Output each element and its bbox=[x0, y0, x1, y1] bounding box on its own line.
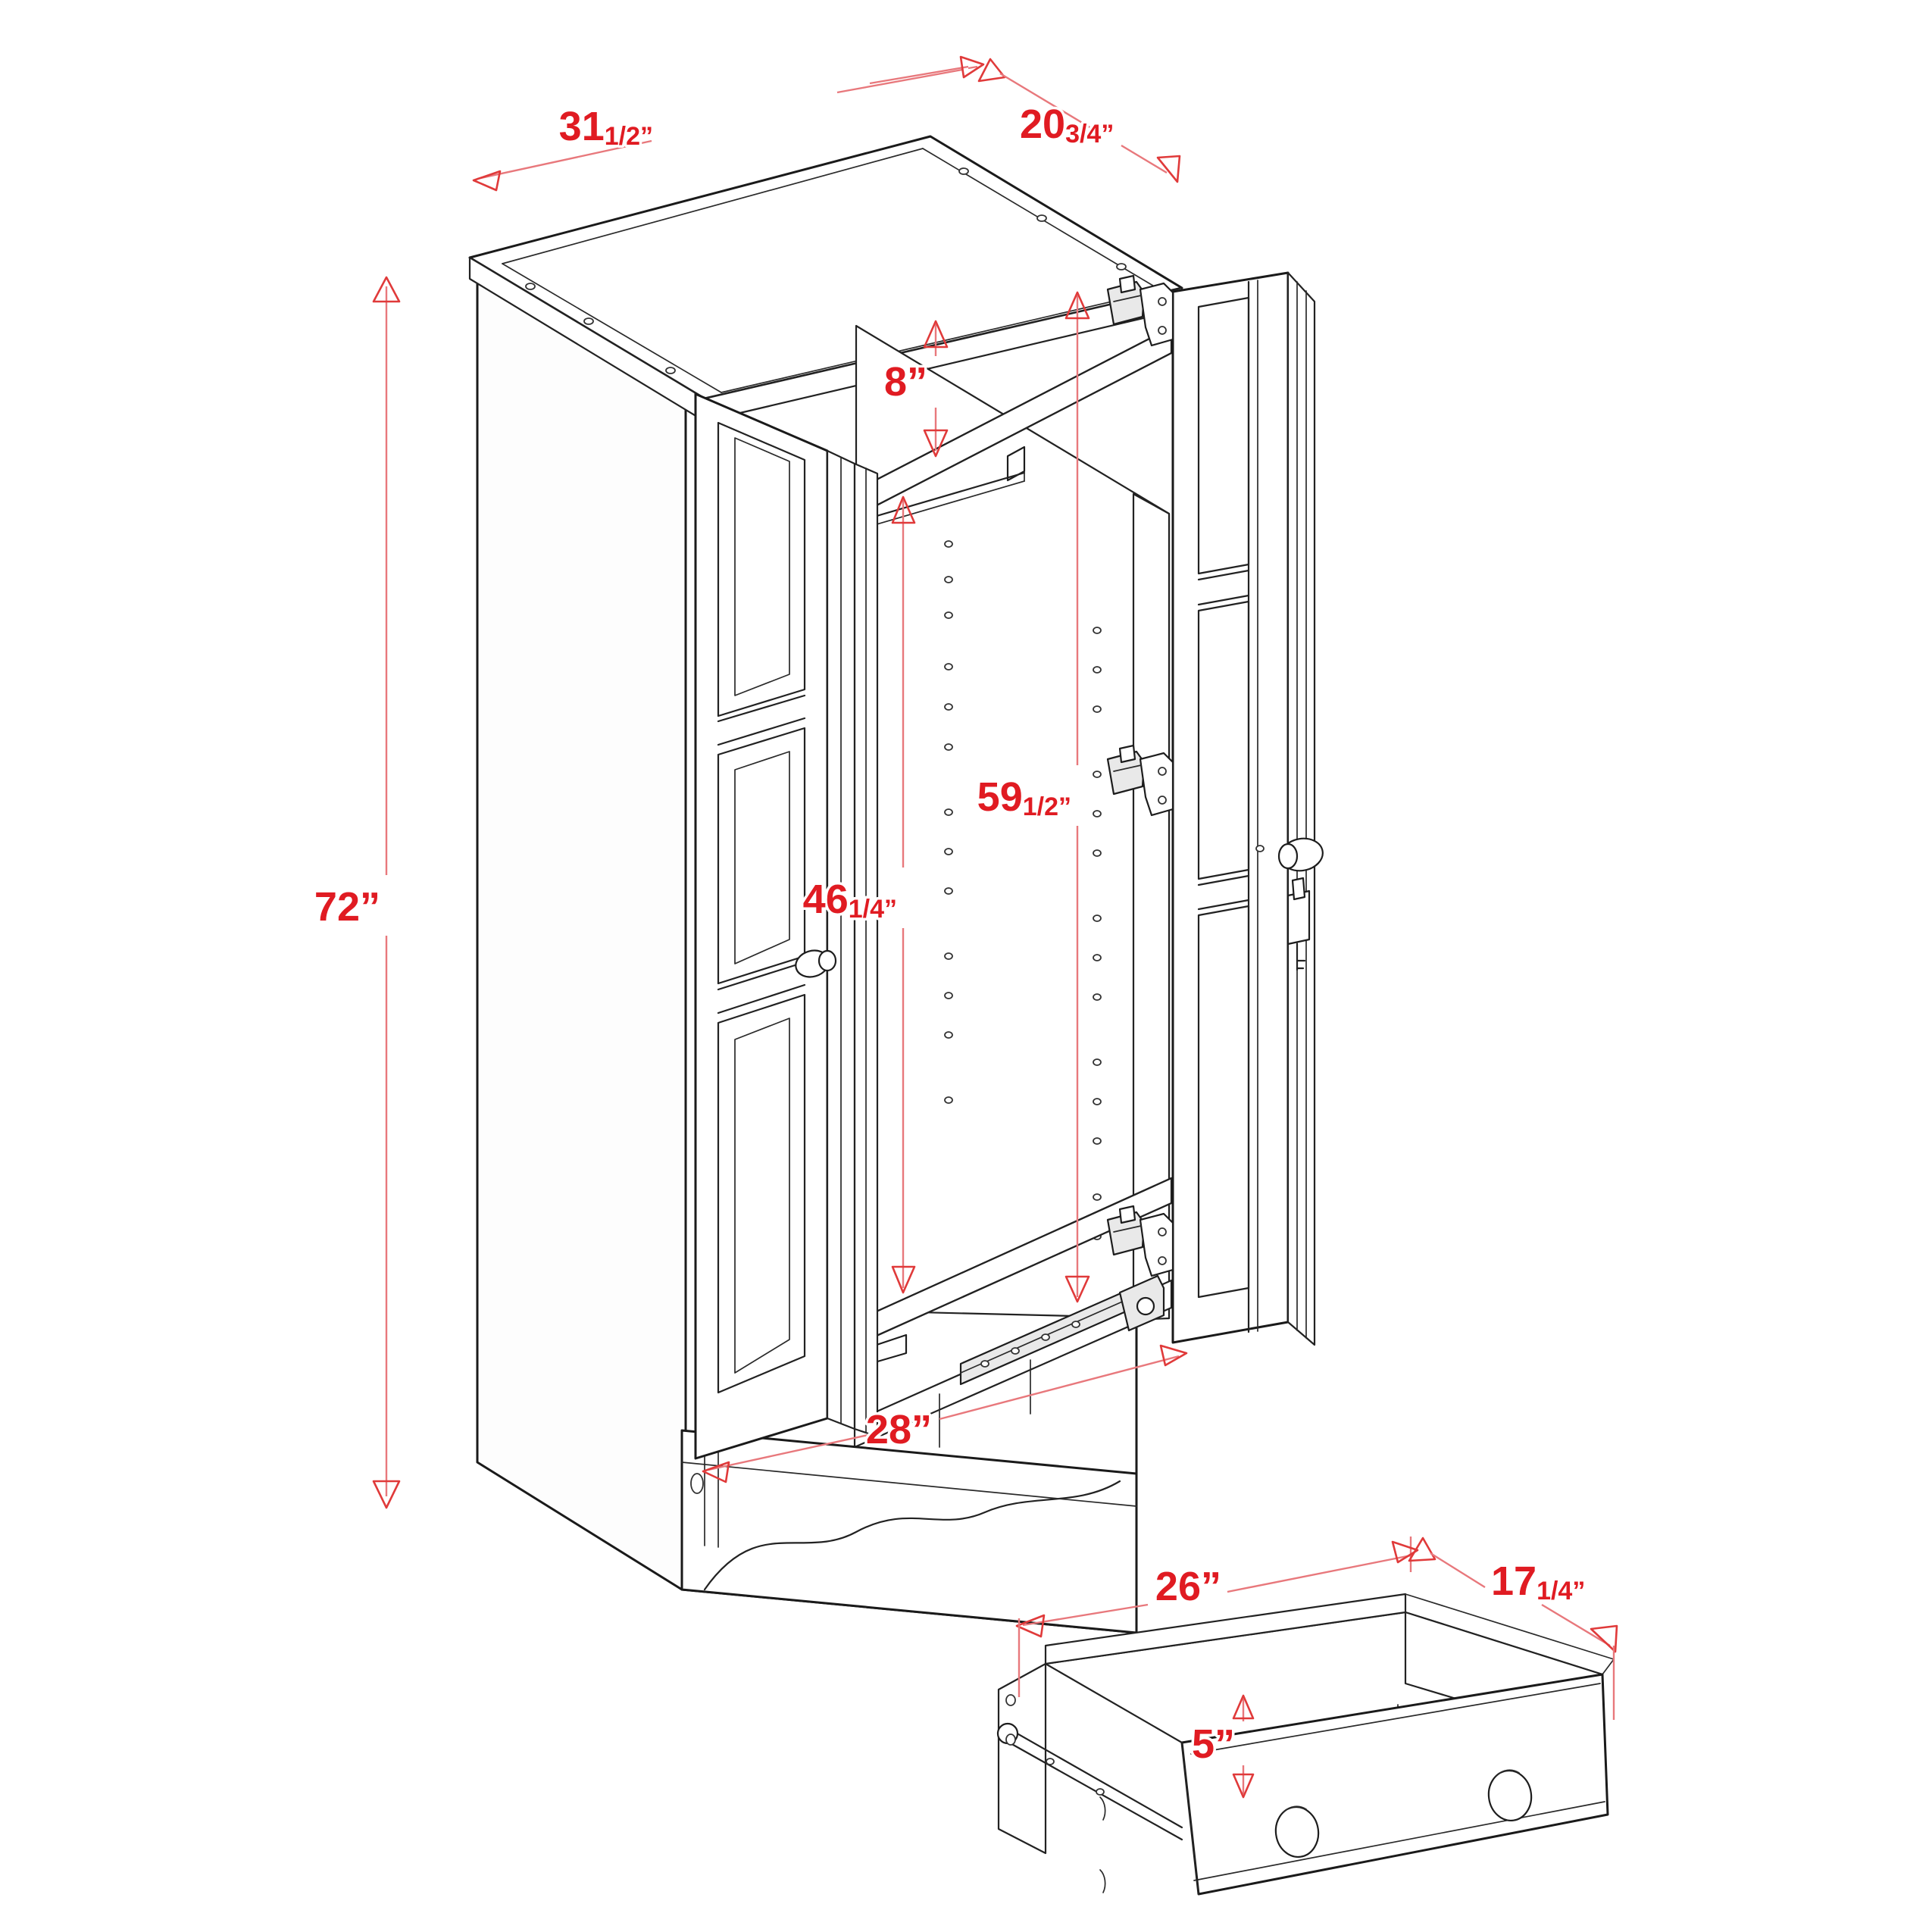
left-raised-panel-door[interactable] bbox=[694, 392, 879, 1460]
scalloped-base-apron bbox=[680, 1429, 1138, 1634]
dimension-hanging-height: 461/4” bbox=[800, 496, 916, 1294]
dimension-label-drawer-height: 5” bbox=[1192, 1721, 1235, 1767]
drawer-knob-right[interactable] bbox=[1486, 1768, 1535, 1823]
drawer-knob-left[interactable] bbox=[1273, 1804, 1322, 1859]
drawer-slide-left bbox=[996, 1722, 1183, 1841]
left-door-panel-top bbox=[717, 421, 806, 717]
dimension-label-interior-height: 591/2” bbox=[977, 774, 1071, 821]
drawer-left-side bbox=[997, 1662, 1047, 1855]
left-door-knob[interactable] bbox=[792, 947, 837, 981]
dimension-label-drawer-width: 26” bbox=[1155, 1564, 1221, 1609]
left-door-panel-bottom bbox=[717, 993, 806, 1394]
right-raised-panel-door[interactable] bbox=[1171, 271, 1325, 1346]
dimension-interior-height: 591/2” bbox=[974, 291, 1090, 1303]
hinge-top bbox=[1106, 274, 1174, 347]
hinge-bottom bbox=[1106, 1205, 1174, 1277]
right-door-panel-top bbox=[1197, 296, 1250, 575]
dimension-label-hanging-height: 461/4” bbox=[803, 877, 897, 924]
dimension-label-interior-width: 28” bbox=[866, 1407, 932, 1452]
pull-out-drawer[interactable] bbox=[996, 1593, 1615, 1896]
right-door-panel-bottom bbox=[1197, 905, 1250, 1299]
ball-bearing-drawer-slides bbox=[959, 1274, 1165, 1386]
dimension-label-top-shelf-clearance: 8” bbox=[884, 359, 927, 405]
cabinet-bottom-shelf bbox=[853, 1177, 1173, 1365]
hinge-middle bbox=[1106, 744, 1174, 817]
clothes-hanging-rod bbox=[862, 471, 1026, 529]
dimension-cabinet-height: 72” bbox=[311, 276, 401, 1509]
right-door-panel-middle bbox=[1197, 600, 1250, 880]
dimension-drawer-width: 26” bbox=[1015, 1537, 1419, 1697]
dimension-cabinet-depth: 203/4” bbox=[869, 55, 1181, 183]
upper-shelf bbox=[853, 326, 1173, 518]
dimension-drawer-height: 5” bbox=[1189, 1694, 1255, 1799]
dimension-label-cabinet-height: 72” bbox=[314, 884, 380, 930]
dimension-interior-width: 28” bbox=[702, 1344, 1188, 1483]
cabinet-left-side-panel bbox=[476, 260, 687, 1591]
dimension-label-cabinet-depth: 203/4” bbox=[1020, 102, 1114, 148]
dimension-label-cabinet-width: 311/2” bbox=[559, 104, 653, 151]
keyed-door-lock[interactable] bbox=[1255, 845, 1311, 971]
right-door-knob[interactable] bbox=[1277, 835, 1325, 874]
dimension-drawer-depth: 171/4” bbox=[1408, 1537, 1618, 1720]
dimension-label-drawer-depth: 171/4” bbox=[1491, 1558, 1585, 1605]
adjustable-shelf-pin-holes bbox=[944, 540, 1102, 1240]
cabinet-interior bbox=[853, 324, 1173, 1449]
dimension-cabinet-width: 311/2” bbox=[472, 65, 978, 192]
dimension-top-shelf-clearance: 8” bbox=[881, 320, 949, 458]
